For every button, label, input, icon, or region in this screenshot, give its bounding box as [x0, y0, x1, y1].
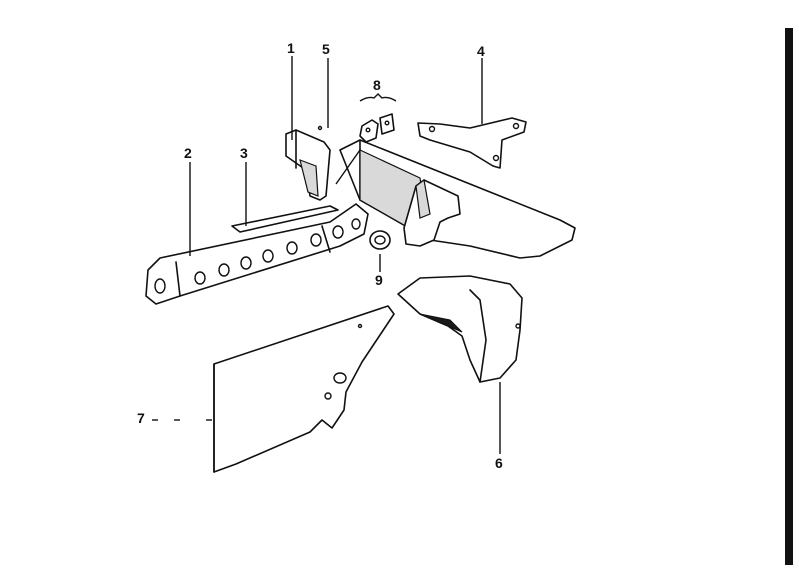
bracket-part-1 — [285, 125, 331, 201]
perforated-bar-part-2 — [145, 203, 369, 305]
callout-4: 4 — [477, 43, 485, 59]
callout-5: 5 — [322, 41, 330, 57]
callout-6: 6 — [495, 455, 503, 471]
callout-8: 8 — [373, 77, 381, 93]
grommet-part-9 — [369, 230, 391, 250]
panel-part-7 — [213, 305, 395, 473]
callout-2: 2 — [184, 145, 192, 161]
side-bracket — [403, 178, 461, 247]
bracket-part-4 — [417, 117, 527, 169]
page-edge-bar — [785, 28, 793, 565]
strip-part-3 — [231, 205, 339, 233]
callout-1: 1 — [287, 40, 295, 56]
callout-9: 9 — [375, 272, 383, 288]
leader-lines — [152, 56, 501, 454]
plates-part-8 — [359, 113, 395, 143]
cover-part-6 — [397, 275, 523, 383]
callout-7: 7 — [137, 410, 145, 426]
callout-3: 3 — [240, 145, 248, 161]
